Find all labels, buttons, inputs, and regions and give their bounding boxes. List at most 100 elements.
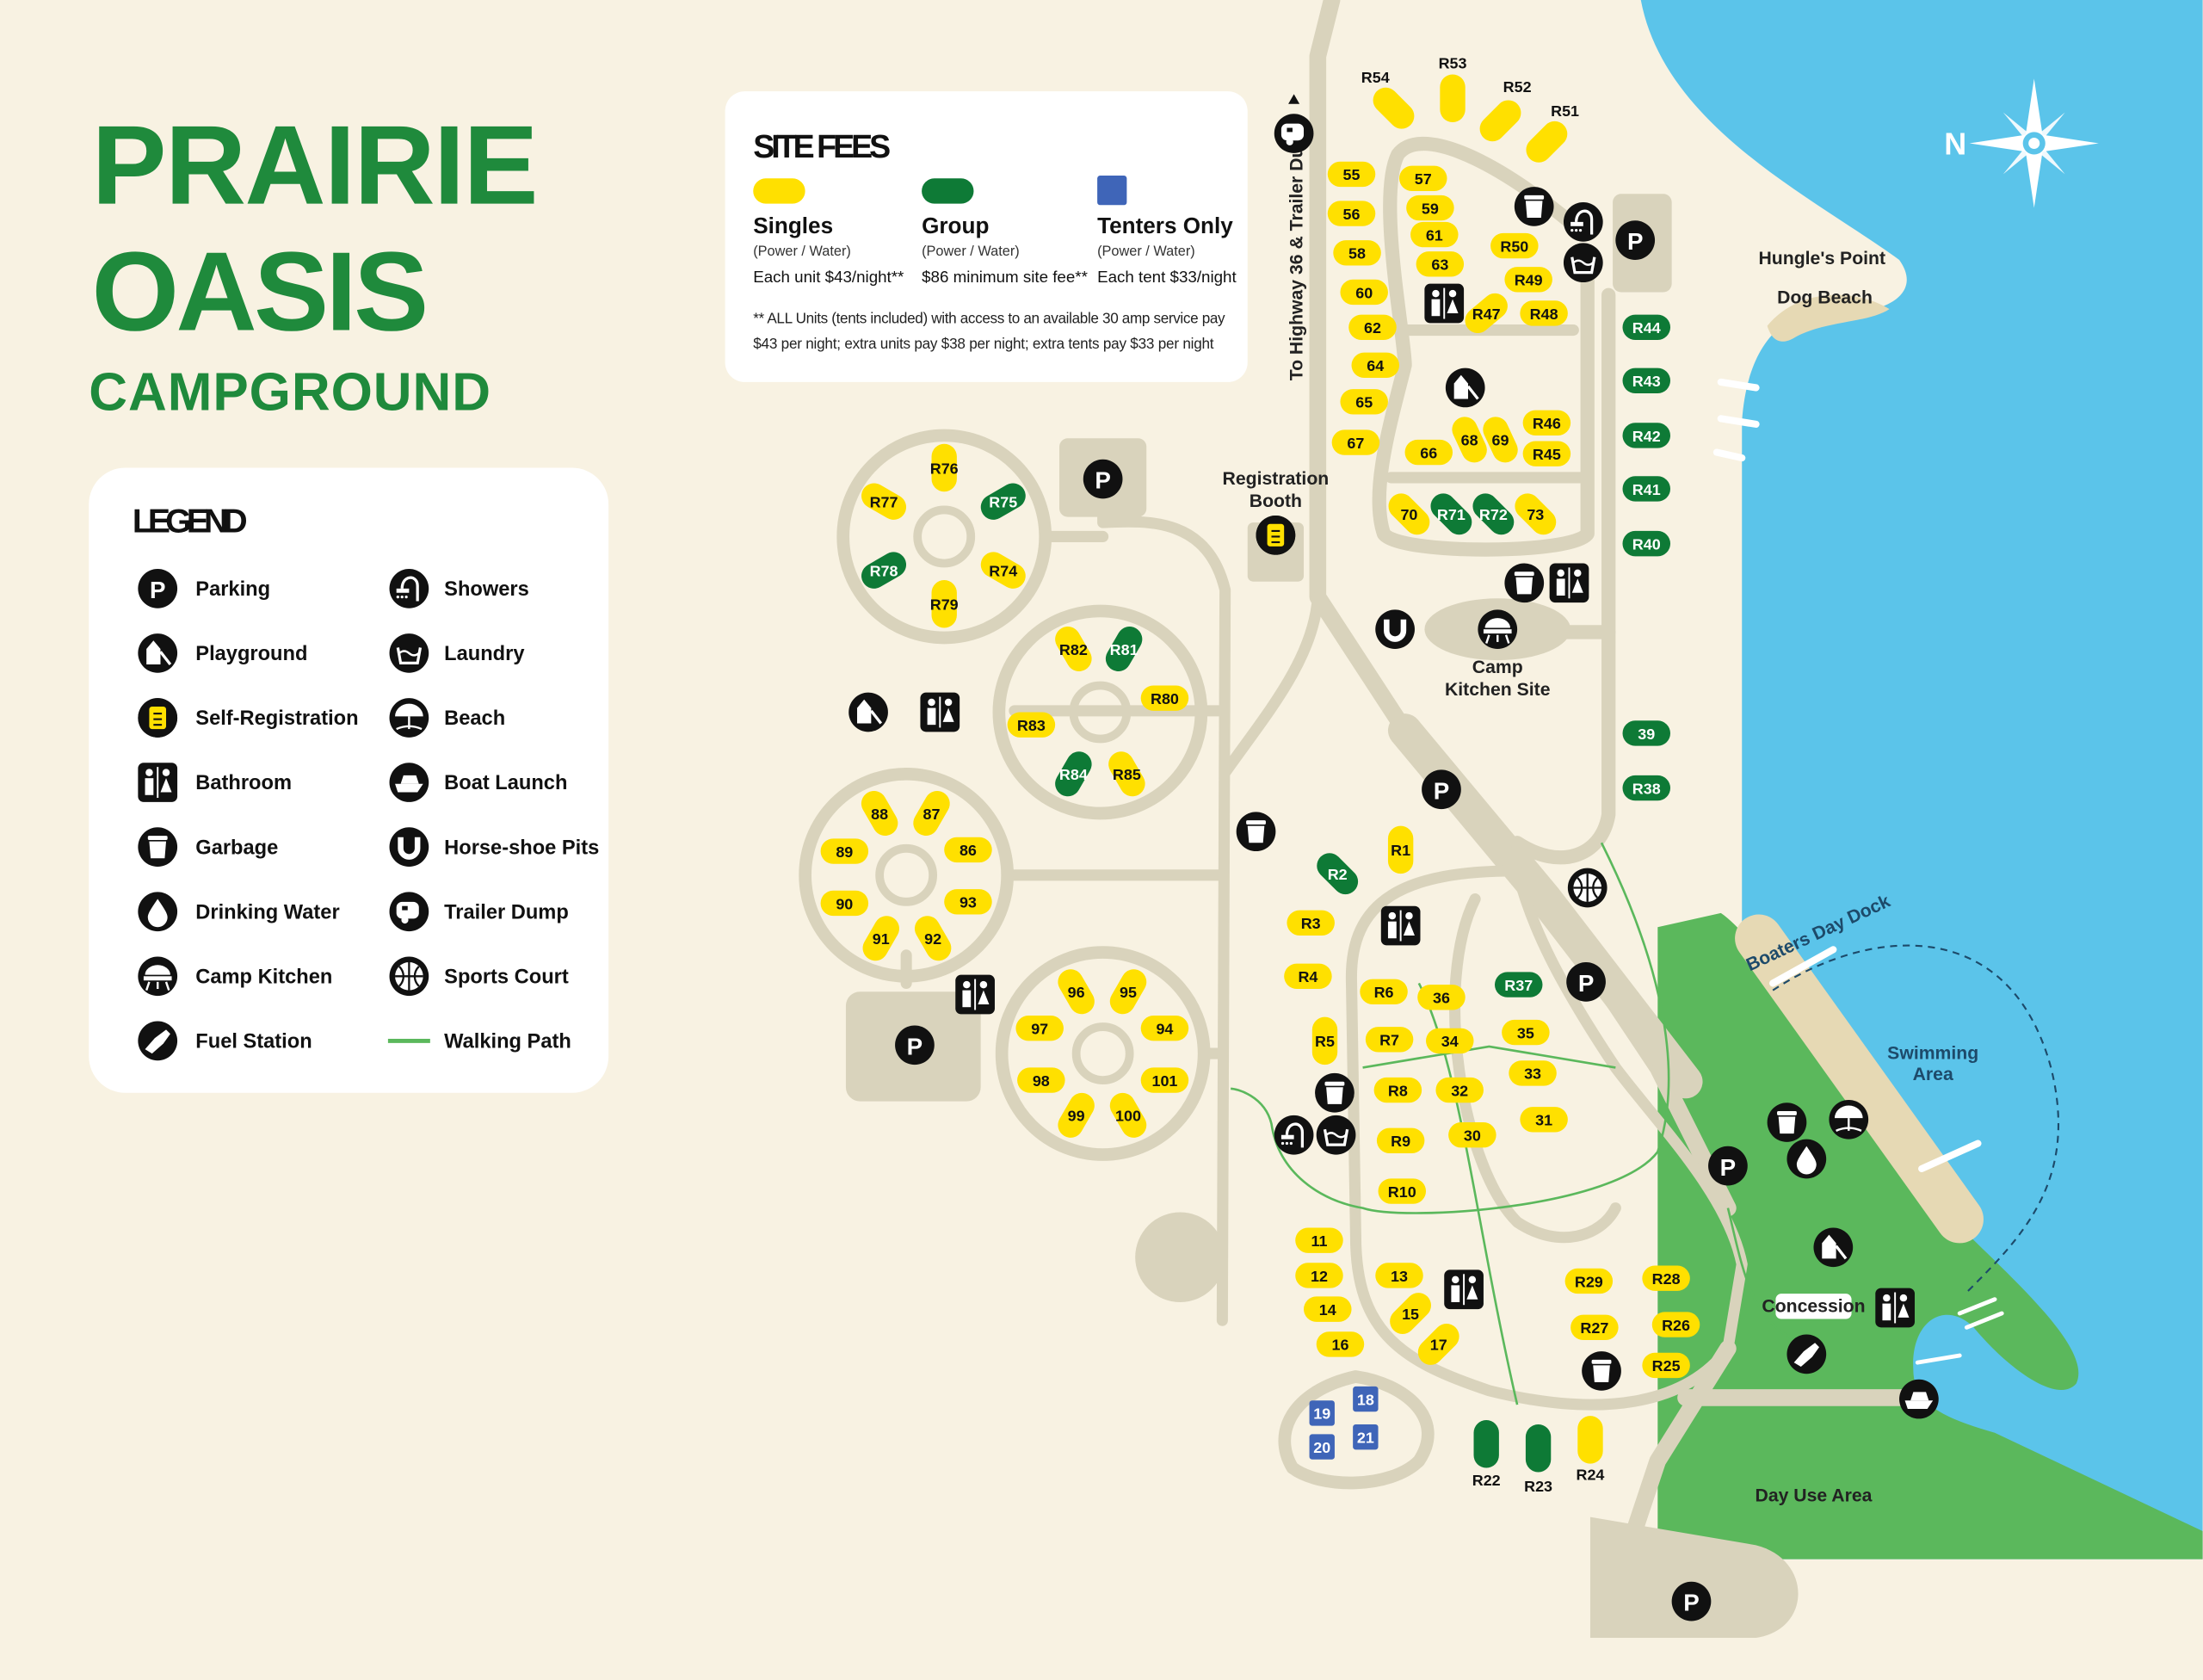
campsite-R43[interactable]: R43 [1622,368,1671,393]
campsite-31[interactable]: 31 [1520,1107,1568,1133]
campsite-94[interactable]: 94 [1140,1016,1189,1041]
campsite-58[interactable]: 58 [1333,240,1381,266]
campsite-R29[interactable]: R29 [1564,1268,1614,1294]
campsite-R50[interactable]: R50 [1490,232,1539,259]
campsite-R8[interactable]: R8 [1373,1077,1422,1103]
campsite-15[interactable]: 15 [1385,1288,1436,1339]
campsite-11[interactable]: 11 [1295,1227,1343,1253]
campsite-64[interactable]: 64 [1351,352,1400,379]
campsite-R77[interactable]: R77 [857,479,911,524]
campsite-R42[interactable]: R42 [1622,423,1671,448]
campsite-R75[interactable]: R75 [976,479,1030,524]
campsite-63[interactable]: 63 [1416,251,1465,277]
campsite-R52[interactable]: R52 [1475,78,1532,146]
campsite-R71[interactable]: R71 [1425,488,1477,540]
campsite-R24[interactable]: R24 [1577,1416,1605,1484]
campsite-R2[interactable]: R2 [1311,848,1363,899]
campsite-96[interactable]: 96 [1053,965,1099,1019]
campsite-70[interactable]: 70 [1383,488,1435,540]
campsite-R37[interactable]: R37 [1494,972,1543,998]
campsite-R78[interactable]: R78 [857,547,911,593]
campsite-R72[interactable]: R72 [1467,488,1519,540]
campsite-13[interactable]: 13 [1375,1263,1423,1288]
campsite-19[interactable]: 19 [1309,1400,1335,1426]
campsite-R84[interactable]: R84 [1051,747,1096,801]
campsite-R3[interactable]: R3 [1287,910,1335,936]
campsite-R38[interactable]: R38 [1622,775,1671,801]
campsite-98[interactable]: 98 [1017,1067,1065,1093]
campsite-62[interactable]: 62 [1348,314,1397,340]
campsite-R4[interactable]: R4 [1284,963,1332,990]
campsite-86[interactable]: 86 [944,837,992,863]
campsite-35[interactable]: 35 [1502,1019,1550,1046]
campsite-R5[interactable]: R5 [1311,1016,1338,1065]
campsite-56[interactable]: 56 [1327,201,1376,226]
campsite-73[interactable]: 73 [1509,488,1561,540]
campsite-R27[interactable]: R27 [1570,1314,1619,1341]
campsite-R25[interactable]: R25 [1642,1352,1690,1379]
campsite-R85[interactable]: R85 [1104,747,1150,801]
campsite-57[interactable]: 57 [1399,165,1447,191]
campsite-R76[interactable]: R76 [930,443,959,492]
campsite-39[interactable]: 39 [1622,720,1671,746]
campsite-93[interactable]: 93 [944,889,992,915]
campsite-17[interactable]: 17 [1413,1319,1465,1370]
campsite-R82[interactable]: R82 [1051,622,1096,676]
campsite-68[interactable]: 68 [1448,412,1491,466]
campsite-R28[interactable]: R28 [1642,1265,1690,1291]
campsite-R51[interactable]: R51 [1521,102,1579,168]
campsite-R79[interactable]: R79 [930,580,959,628]
campsite-55[interactable]: 55 [1327,161,1376,188]
campsite-21[interactable]: 21 [1353,1424,1379,1450]
campsite-R23[interactable]: R23 [1524,1424,1552,1495]
campsite-R49[interactable]: R49 [1504,267,1552,293]
campsite-R53[interactable]: R53 [1439,54,1467,122]
campsite-R44[interactable]: R44 [1622,314,1671,340]
campsite-12[interactable]: 12 [1295,1263,1343,1288]
campsite-67[interactable]: 67 [1331,429,1380,455]
campsite-69[interactable]: 69 [1478,412,1521,466]
campsite-100[interactable]: 100 [1105,1089,1151,1143]
campsite-R83[interactable]: R83 [1007,712,1056,738]
campsite-88[interactable]: 88 [857,787,903,841]
campsite-R9[interactable]: R9 [1376,1127,1425,1153]
campsite-90[interactable]: 90 [820,890,869,917]
campsite-87[interactable]: 87 [909,787,954,841]
campsite-R80[interactable]: R80 [1140,685,1189,711]
campsite-91[interactable]: 91 [858,911,904,966]
campsite-33[interactable]: 33 [1509,1060,1557,1086]
campsite-R47[interactable]: R47 [1460,288,1513,338]
campsite-36[interactable]: 36 [1417,985,1466,1010]
campsite-R7[interactable]: R7 [1365,1027,1414,1053]
campsite-61[interactable]: 61 [1410,221,1459,248]
campsite-66[interactable]: 66 [1404,439,1453,466]
campsite-R54[interactable]: R54 [1361,69,1420,134]
campsite-R22[interactable]: R22 [1472,1420,1501,1489]
campsite-R48[interactable]: R48 [1520,300,1568,326]
campsite-59[interactable]: 59 [1406,195,1454,221]
campsite-14[interactable]: 14 [1304,1296,1352,1322]
campsite-60[interactable]: 60 [1340,279,1388,306]
campsite-99[interactable]: 99 [1053,1089,1099,1143]
campsite-R74[interactable]: R74 [976,547,1030,593]
campsite-16[interactable]: 16 [1316,1331,1365,1357]
campsite-65[interactable]: 65 [1340,389,1388,415]
campsite-34[interactable]: 34 [1426,1028,1474,1054]
campsite-R41[interactable]: R41 [1622,476,1671,502]
campsite-92[interactable]: 92 [910,911,956,966]
campsite-89[interactable]: 89 [820,838,869,864]
campsite-R45[interactable]: R45 [1522,441,1571,466]
campsite-95[interactable]: 95 [1105,965,1151,1019]
campsite-32[interactable]: 32 [1435,1077,1484,1103]
campsite-R6[interactable]: R6 [1360,979,1408,1004]
campsite-R1[interactable]: R1 [1387,825,1414,874]
campsite-30[interactable]: 30 [1448,1122,1496,1148]
campsite-101[interactable]: 101 [1140,1067,1189,1093]
campsite-R81[interactable]: R81 [1102,622,1147,676]
campsite-R26[interactable]: R26 [1651,1312,1700,1337]
campsite-R40[interactable]: R40 [1622,530,1671,557]
campsite-20[interactable]: 20 [1309,1434,1335,1460]
campsite-R10[interactable]: R10 [1378,1178,1427,1204]
campsite-97[interactable]: 97 [1015,1016,1064,1041]
campsite-18[interactable]: 18 [1353,1386,1379,1412]
